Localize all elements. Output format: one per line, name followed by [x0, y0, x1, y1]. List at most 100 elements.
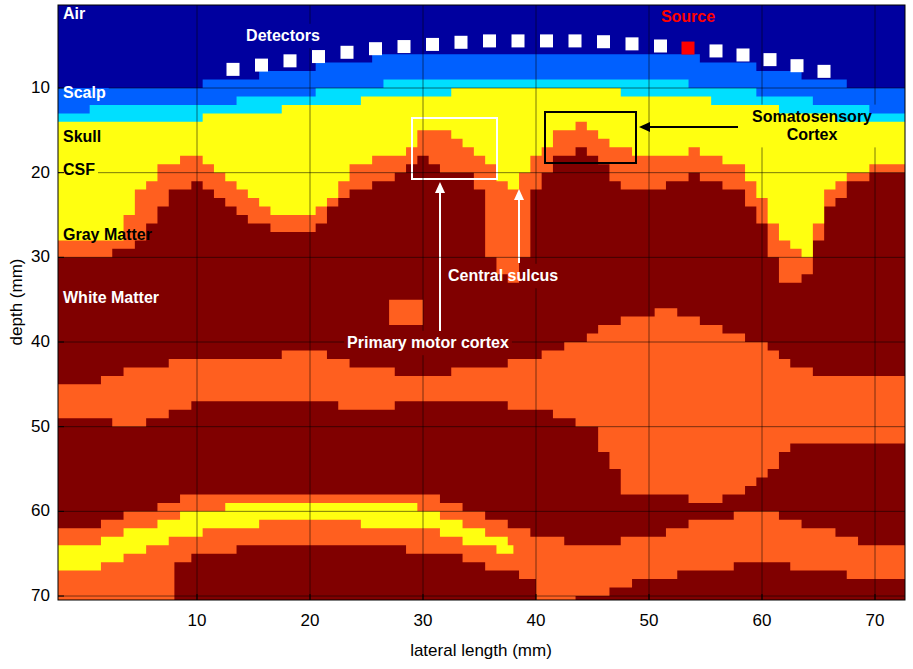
grid-line	[109, 88, 905, 89]
detector-square	[369, 42, 382, 55]
tick-mark	[649, 594, 650, 600]
somatosensory-box	[545, 112, 636, 163]
grid-line	[875, 5, 876, 105]
detector-square	[512, 34, 525, 47]
gray-matter-spot	[389, 300, 423, 325]
detector-square	[626, 37, 639, 50]
detector-square	[791, 59, 804, 72]
arrow-head	[514, 189, 524, 200]
detector-square	[764, 53, 777, 66]
gray-matter-region	[58, 5, 905, 283]
region-label: Skull	[63, 128, 101, 146]
grid-line	[310, 48, 311, 600]
tick-mark	[536, 594, 537, 600]
detector-square	[710, 44, 723, 57]
region-label: Gray Matter	[63, 226, 152, 244]
scalp-inner-region	[58, 5, 905, 122]
source-label: Source	[661, 8, 715, 26]
gray-matter-lower	[58, 494, 905, 600]
grid-line	[98, 172, 905, 173]
grid-line	[423, 5, 424, 331]
grid-line	[58, 596, 905, 597]
detector-square	[227, 63, 240, 76]
tick-mark	[762, 594, 763, 600]
detectors-label: Detectors	[246, 27, 320, 45]
scalp-region	[58, 5, 905, 113]
leader-arrow	[514, 189, 524, 263]
grid-line	[649, 5, 650, 600]
arrow-head	[639, 122, 650, 132]
tick-mark	[310, 594, 311, 600]
grid-line	[423, 355, 424, 600]
csf-skull-region	[58, 5, 905, 257]
tick-mark	[875, 594, 876, 600]
tick-label: 60	[753, 611, 772, 631]
grid-line	[512, 342, 905, 343]
detector-square	[284, 54, 297, 67]
tick-label: 10	[188, 611, 207, 631]
detector-square	[818, 65, 831, 78]
arrow-shaft	[518, 200, 520, 263]
tick-label: 50	[31, 417, 50, 437]
arrow-shaft	[439, 193, 441, 331]
segmentation-image	[58, 5, 905, 600]
tick-label: 30	[31, 248, 50, 268]
region-label: CSF	[63, 161, 95, 179]
detector-square	[540, 34, 553, 47]
tick-label: 20	[31, 163, 50, 183]
detector-square	[455, 36, 468, 49]
source-square	[682, 42, 695, 55]
grid-line	[58, 257, 905, 258]
grid-lines	[58, 5, 905, 600]
gray-matter-band	[58, 308, 905, 503]
axes-frame	[58, 5, 905, 600]
detector-square	[255, 59, 268, 72]
tick-label: 30	[414, 611, 433, 631]
grid-line	[58, 511, 905, 512]
tick-label: 50	[640, 611, 659, 631]
tick-label: 20	[301, 611, 320, 631]
tick-mark	[197, 594, 198, 600]
detector-square	[398, 40, 411, 53]
grid-line	[536, 5, 537, 264]
tick-mark	[58, 426, 64, 427]
tick-label: 70	[31, 586, 50, 606]
leader-arrow	[639, 122, 738, 132]
region-label: White Matter	[63, 289, 159, 307]
tick-mark	[58, 511, 64, 512]
leader-arrow	[435, 182, 445, 331]
annotation-label: Central sulcus	[448, 267, 558, 285]
detector-square	[654, 39, 667, 52]
motor-cortex-box	[412, 118, 497, 179]
tick-label: 10	[31, 78, 50, 98]
arrow-shaft	[650, 126, 738, 128]
grid-line	[762, 147, 763, 600]
grid-line	[875, 147, 876, 600]
grid-line	[197, 5, 198, 600]
grid-line	[58, 426, 905, 427]
detector-square	[312, 50, 325, 63]
detector-square	[569, 34, 582, 47]
arrow-head	[435, 182, 445, 193]
axis-title: depth (mm)	[7, 259, 27, 346]
detector-square	[426, 38, 439, 51]
white-matter-lower	[174, 545, 536, 600]
detector-square	[597, 35, 610, 48]
detector-square	[737, 48, 750, 61]
detector-square	[341, 46, 354, 59]
grid-line	[58, 342, 344, 343]
annotation-label: Primary motor cortex	[347, 334, 509, 352]
axis-title: lateral length (mm)	[410, 641, 552, 661]
air-region	[58, 5, 905, 88]
tick-mark	[423, 594, 424, 600]
tick-mark	[58, 257, 64, 258]
tick-mark	[58, 596, 64, 597]
grid-line	[762, 5, 763, 105]
tick-label: 40	[31, 332, 50, 352]
tick-label: 40	[527, 611, 546, 631]
tick-label: 70	[866, 611, 885, 631]
tick-mark	[58, 342, 64, 343]
detector-square	[483, 34, 496, 47]
region-label: Air	[63, 5, 85, 23]
